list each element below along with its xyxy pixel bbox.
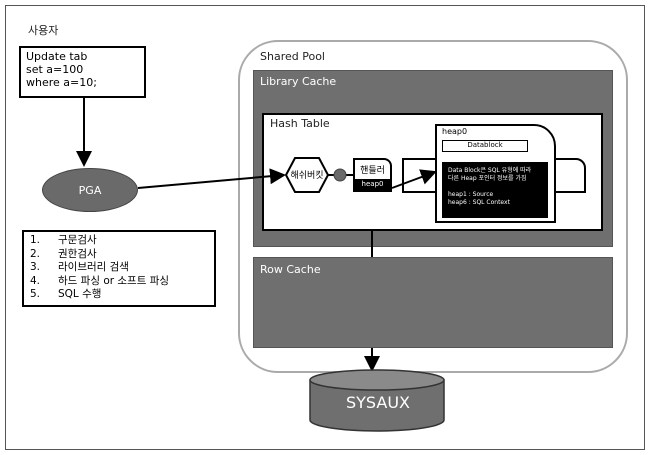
sysaux-cylinder [309, 369, 445, 432]
step-item: 2.권한검사 [30, 247, 97, 260]
step-item: 4.하드 파싱 or 소프트 파싱 [30, 274, 170, 287]
handler-heap-label: heap0 [355, 179, 390, 190]
heap0-title: heap0 [442, 127, 468, 136]
sql-statement-box: Update tab set a=100 where a=10; [19, 46, 146, 98]
pga-ellipse: PGA [42, 168, 138, 212]
datablock-info: Data Block은 SQL 유형에 따라 다른 Heap 포인터 정보를 가… [442, 162, 548, 218]
row-cache-label: Row Cache [260, 263, 321, 276]
handler-box: 핸들러 heap0 [353, 158, 392, 192]
step-item: 3.라이브러리 검색 [30, 261, 129, 273]
shared-pool-label: Shared Pool [260, 50, 325, 63]
user-label: 사용자 [28, 24, 59, 37]
sysaux-label: SYSAUX [346, 393, 410, 412]
steps-list: 1.구문검사 2.권한검사 3.라이브러리 검색 4.하드 파싱 or 소프트 … [22, 230, 216, 307]
hash-bucket-hexagon [284, 157, 330, 193]
datablock-box: Datablock [442, 140, 528, 152]
arrow-handler-to-heap0 [391, 169, 437, 189]
step-item: 1.구문검사 [30, 234, 97, 246]
step-item: 5.SQL 수행 [30, 288, 102, 300]
handler-label: 핸들러 [360, 166, 385, 176]
row-cache [253, 257, 613, 348]
outer-frame [5, 5, 645, 450]
hash-bucket-label: 해쉬버킷 [290, 171, 324, 181]
hash-table-label: Hash Table [270, 117, 330, 130]
shared-pool [238, 40, 628, 373]
library-cache-label: Library Cache [260, 75, 337, 88]
chain-node-icon [333, 168, 347, 182]
arrow-pga-to-bucket [137, 168, 286, 189]
